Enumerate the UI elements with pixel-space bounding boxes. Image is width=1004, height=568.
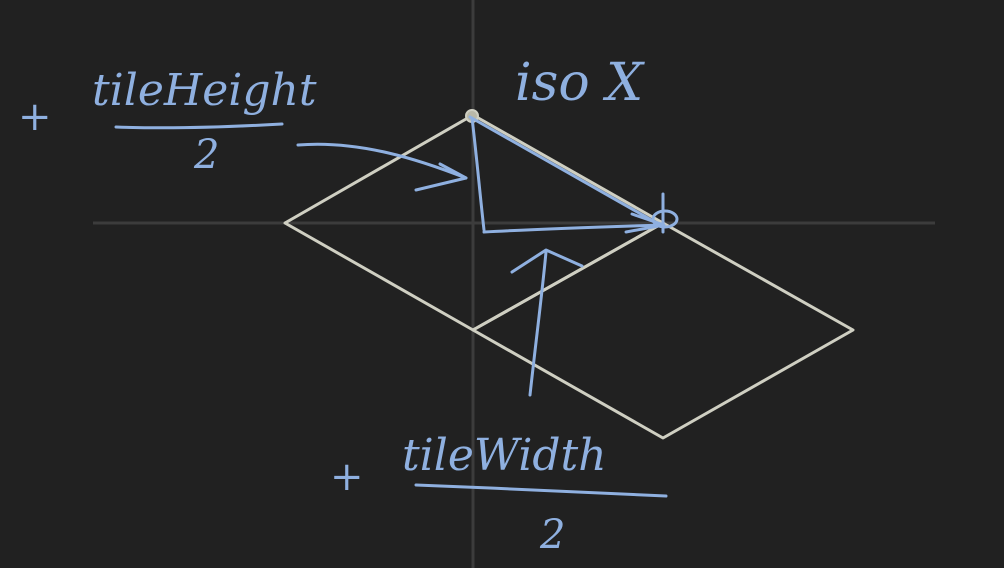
iso-x-label: iso X <box>515 53 645 113</box>
height-numerator-label: tileHeight <box>92 65 317 116</box>
half-height-vertical-stroke <box>470 116 486 232</box>
height-pointer-arrow <box>296 142 468 180</box>
width-plus-sign: + <box>330 454 364 500</box>
height-pointer-arrowhead <box>414 162 468 192</box>
tile-bottom-diamond <box>471 221 855 440</box>
height-plus-sign: + <box>18 94 52 140</box>
width-fraction-bar <box>414 483 668 498</box>
iso-x-diagonal-stroke <box>468 115 664 228</box>
vertex-right-marker <box>651 209 679 229</box>
width-numerator-label: tileWidth <box>402 430 607 481</box>
width-pointer-arrow <box>528 250 548 397</box>
width-denominator-label: 2 <box>539 512 565 558</box>
half-width-arrowhead <box>624 212 666 234</box>
half-width-horizontal-stroke <box>482 223 664 234</box>
width-pointer-arrowhead <box>510 248 584 274</box>
height-fraction-bar <box>114 122 284 130</box>
height-denominator-label: 2 <box>193 132 219 178</box>
